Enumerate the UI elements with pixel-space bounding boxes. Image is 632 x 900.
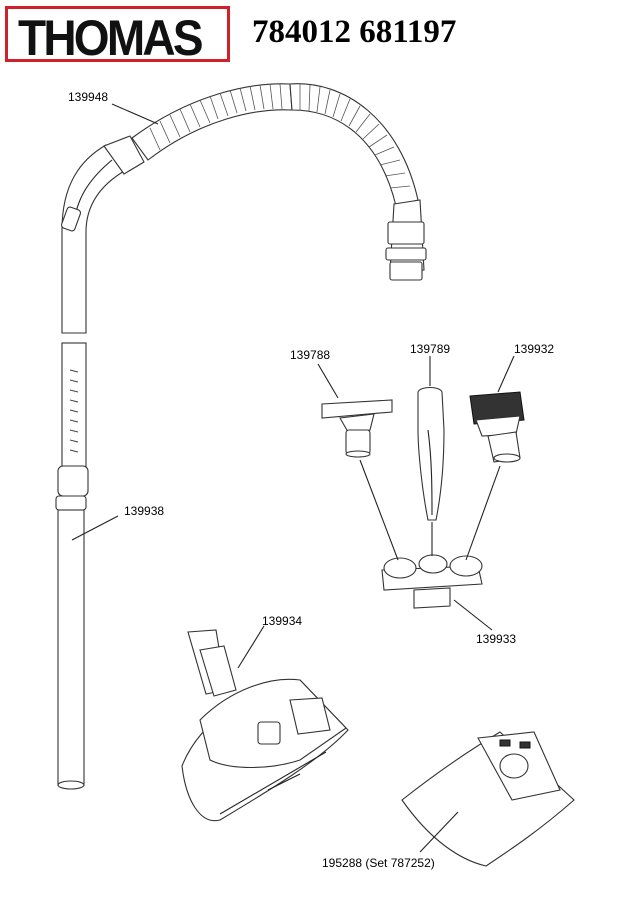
brand-logo: THOMAS bbox=[5, 6, 230, 66]
model-numbers: 784012 681197 bbox=[252, 14, 457, 50]
dusting-brush-drawing bbox=[469, 391, 525, 463]
telescopic-tube-drawing bbox=[55, 342, 89, 790]
label-dusting-brush: 139932 bbox=[514, 342, 555, 356]
leader-lines bbox=[71, 103, 515, 853]
floor-nozzle-drawing bbox=[181, 629, 349, 822]
accessory-holder-drawing bbox=[381, 554, 483, 609]
label-floor-nozzle: 139934 bbox=[262, 614, 303, 628]
label-accessory-holder: 139933 bbox=[476, 632, 517, 646]
brand-logo-text: THOMAS bbox=[18, 10, 204, 66]
label-hose: 139948 bbox=[68, 90, 109, 104]
label-telescopic-tube: 139938 bbox=[124, 504, 165, 518]
hose-drawing bbox=[60, 83, 427, 334]
label-dust-bag: 195288 (Set 787252) bbox=[322, 856, 435, 870]
crevice-nozzle-drawing bbox=[417, 386, 445, 521]
upholstery-nozzle-drawing bbox=[321, 399, 393, 458]
label-upholstery-nozzle: 139788 bbox=[290, 348, 331, 362]
dust-bag-drawing bbox=[401, 731, 575, 867]
label-crevice-nozzle: 139789 bbox=[410, 342, 451, 356]
